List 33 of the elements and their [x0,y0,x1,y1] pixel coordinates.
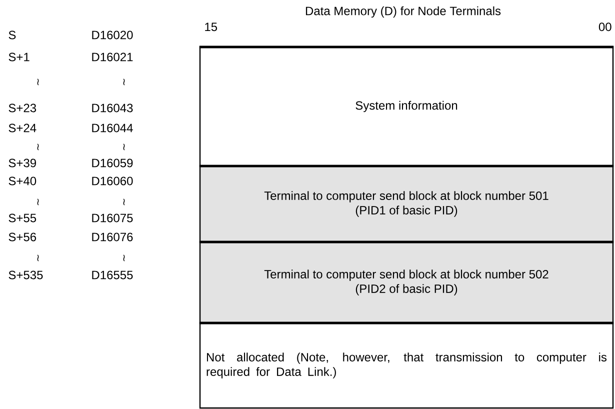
offset-label: S+535 [8,270,43,280]
offset-label: S [8,30,16,40]
continuation-mark: ≀ [37,198,39,206]
continuation-mark: ≀ [123,144,125,150]
bit-number: 00 [598,22,612,32]
offset-label: S+23 [8,104,36,112]
memory-block: Not allocated (Note, however, that transmission to computer is required for Data Link.) [199,322,614,409]
continuation-mark: ≀ [37,78,39,86]
offset-label: S+55 [8,214,36,222]
address-label: D16021 [92,52,133,62]
address-label: D16020 [92,30,133,40]
address-label: D16060 [92,176,133,186]
continuation-mark: ≀ [123,78,125,86]
address-label: D16059 [92,158,133,168]
address-label: D16076 [92,232,133,242]
offset-label: S+40 [8,176,36,186]
continuation-mark: ≀ [123,254,125,262]
continuation-mark: ≀ [37,144,39,150]
address-label: D16043 [92,104,133,112]
address-label: D16044 [92,124,133,132]
continuation-mark: ≀ [123,198,125,206]
bit-number: 15 [205,22,218,32]
memory-block: System information [199,46,614,167]
memory-block: Terminal to computer send block at block number 501 (PID1 of basic PID) [199,165,614,243]
heading: Data Memory (D) for Node Terminals [306,6,501,18]
memory-block: Terminal to computer send block at block number 502 (PID2 of basic PID) [199,241,614,324]
offset-label: S+1 [8,52,30,62]
offset-label: S+39 [8,158,36,168]
address-label: D16555 [92,270,133,280]
offset-label: S+56 [8,232,36,242]
continuation-mark: ≀ [37,254,39,262]
address-label: D16075 [92,214,133,222]
offset-label: S+24 [8,124,36,132]
